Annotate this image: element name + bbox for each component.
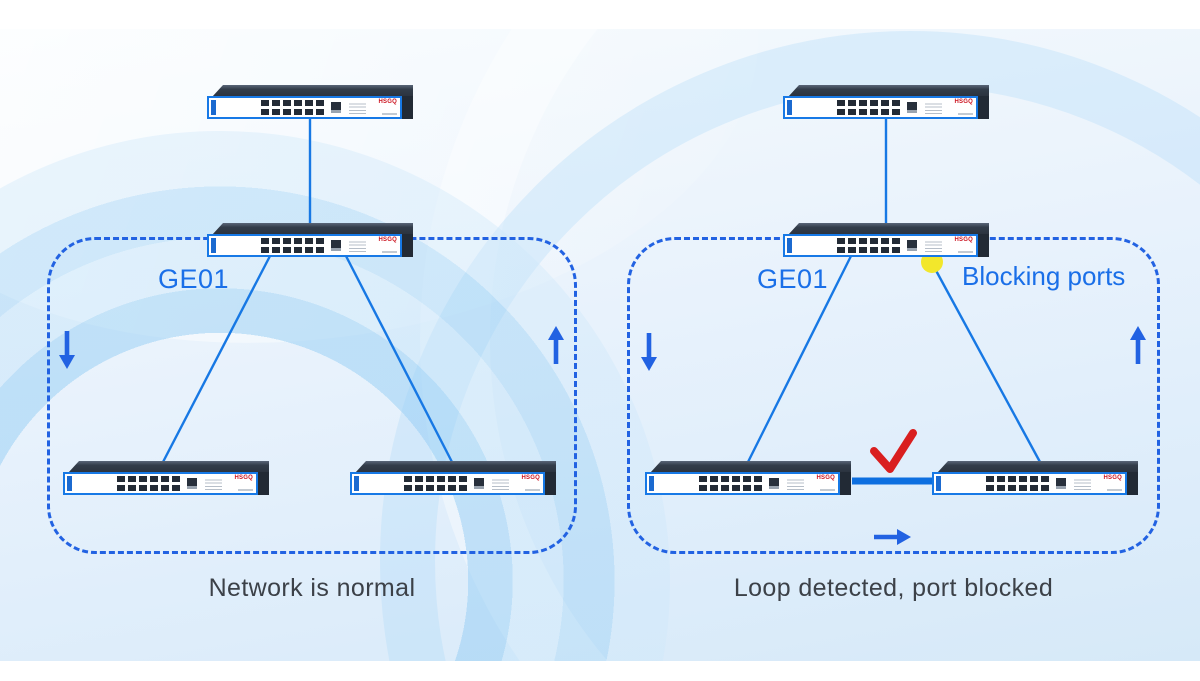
switch-mount-tab — [67, 476, 72, 491]
switch-led-panel — [1074, 477, 1091, 490]
r-access-switch-2: HSGQ — [932, 461, 1138, 495]
switch-faceplate: HSGQ — [645, 472, 840, 495]
l-caption: Network is normal — [208, 574, 416, 602]
r-core-switch: HSGQ — [783, 85, 989, 119]
switch-led-panel — [349, 239, 366, 252]
switch-model-mark — [958, 251, 973, 253]
switch-led-panel — [349, 101, 366, 114]
switch-faceplate: HSGQ — [932, 472, 1127, 495]
l-port-label: GE01 — [158, 264, 230, 294]
l-core-switch: HSGQ — [207, 85, 413, 119]
switch-mount-tab — [354, 476, 359, 491]
switch-ports — [837, 100, 903, 115]
switch-led-panel — [787, 477, 804, 490]
switch-side-panel — [256, 472, 269, 495]
switch-led-panel — [492, 477, 509, 490]
r-caption: Loop detected, port blocked — [733, 574, 1054, 602]
switch-uplink-port — [907, 102, 917, 113]
switch-side-panel — [543, 472, 556, 495]
r-port-label: GE01 — [757, 264, 829, 294]
switch-led-panel — [205, 477, 222, 490]
r-up-arrow-head — [1130, 326, 1146, 340]
r-down-arrow-head — [641, 357, 657, 371]
switch-faceplate: HSGQ — [63, 472, 258, 495]
l-aggregation-switch: HSGQ — [207, 223, 413, 257]
switch-uplink-port — [187, 478, 197, 489]
switch-side-panel — [838, 472, 851, 495]
check-icon — [870, 429, 917, 473]
switch-uplink-port — [331, 240, 341, 251]
l-access-switch-2: HSGQ — [350, 461, 556, 495]
switch-model-mark — [525, 489, 540, 491]
switch-chassis — [68, 461, 269, 473]
switch-model-mark — [1107, 489, 1122, 491]
background-canvas — [0, 29, 1200, 661]
switch-uplink-port — [907, 240, 917, 251]
l-access-switch-1: HSGQ — [63, 461, 269, 495]
r-access-switch-1: HSGQ — [645, 461, 851, 495]
switch-brand-logo: HSGQ — [234, 475, 253, 481]
switch-chassis — [650, 461, 851, 473]
switch-brand-logo: HSGQ — [378, 99, 397, 105]
switch-mount-tab — [211, 100, 216, 115]
l-down-arrow-head — [59, 355, 75, 369]
switch-uplink-port — [331, 102, 341, 113]
switch-led-panel — [925, 101, 942, 114]
switch-ports — [117, 476, 183, 491]
switch-chassis — [355, 461, 556, 473]
switch-brand-logo: HSGQ — [521, 475, 540, 481]
r-aggregation-switch: HSGQ — [783, 223, 989, 257]
switch-faceplate: HSGQ — [350, 472, 545, 495]
switch-uplink-port — [769, 478, 779, 489]
r-right-arrow-head — [897, 529, 911, 545]
l-link-left — [161, 255, 272, 463]
switch-ports — [261, 238, 327, 253]
switch-mount-tab — [787, 238, 792, 253]
r-link-left — [746, 255, 853, 463]
switch-model-mark — [820, 489, 835, 491]
switch-model-mark — [238, 489, 253, 491]
switch-brand-logo: HSGQ — [816, 475, 835, 481]
switch-faceplate: HSGQ — [783, 96, 978, 119]
switch-chassis — [937, 461, 1138, 473]
switch-side-panel — [1125, 472, 1138, 495]
switch-model-mark — [958, 113, 973, 115]
r-link-right-blocked — [931, 264, 1042, 463]
switch-brand-logo: HSGQ — [954, 237, 973, 243]
switch-side-panel — [976, 96, 989, 119]
switch-ports — [261, 100, 327, 115]
switch-chassis — [788, 85, 989, 97]
switch-side-panel — [400, 234, 413, 257]
switch-faceplate: HSGQ — [207, 96, 402, 119]
switch-ports — [699, 476, 765, 491]
switch-led-panel — [925, 239, 942, 252]
switch-ports — [986, 476, 1052, 491]
switch-brand-logo: HSGQ — [954, 99, 973, 105]
switch-model-mark — [382, 251, 397, 253]
switch-mount-tab — [211, 238, 216, 253]
switch-ports — [837, 238, 903, 253]
switch-brand-logo: HSGQ — [378, 237, 397, 243]
switch-uplink-port — [474, 478, 484, 489]
switch-mount-tab — [649, 476, 654, 491]
switch-brand-logo: HSGQ — [1103, 475, 1122, 481]
switch-chassis — [212, 85, 413, 97]
switch-ports — [404, 476, 470, 491]
switch-side-panel — [400, 96, 413, 119]
switch-chassis — [788, 223, 989, 235]
switch-faceplate: HSGQ — [207, 234, 402, 257]
switch-faceplate: HSGQ — [783, 234, 978, 257]
switch-side-panel — [976, 234, 989, 257]
blocking-ports-label: Blocking ports — [962, 261, 1126, 291]
switch-mount-tab — [787, 100, 792, 115]
switch-mount-tab — [936, 476, 941, 491]
switch-uplink-port — [1056, 478, 1066, 489]
switch-chassis — [212, 223, 413, 235]
l-link-right — [344, 255, 454, 463]
l-up-arrow-head — [548, 326, 564, 340]
switch-model-mark — [382, 113, 397, 115]
